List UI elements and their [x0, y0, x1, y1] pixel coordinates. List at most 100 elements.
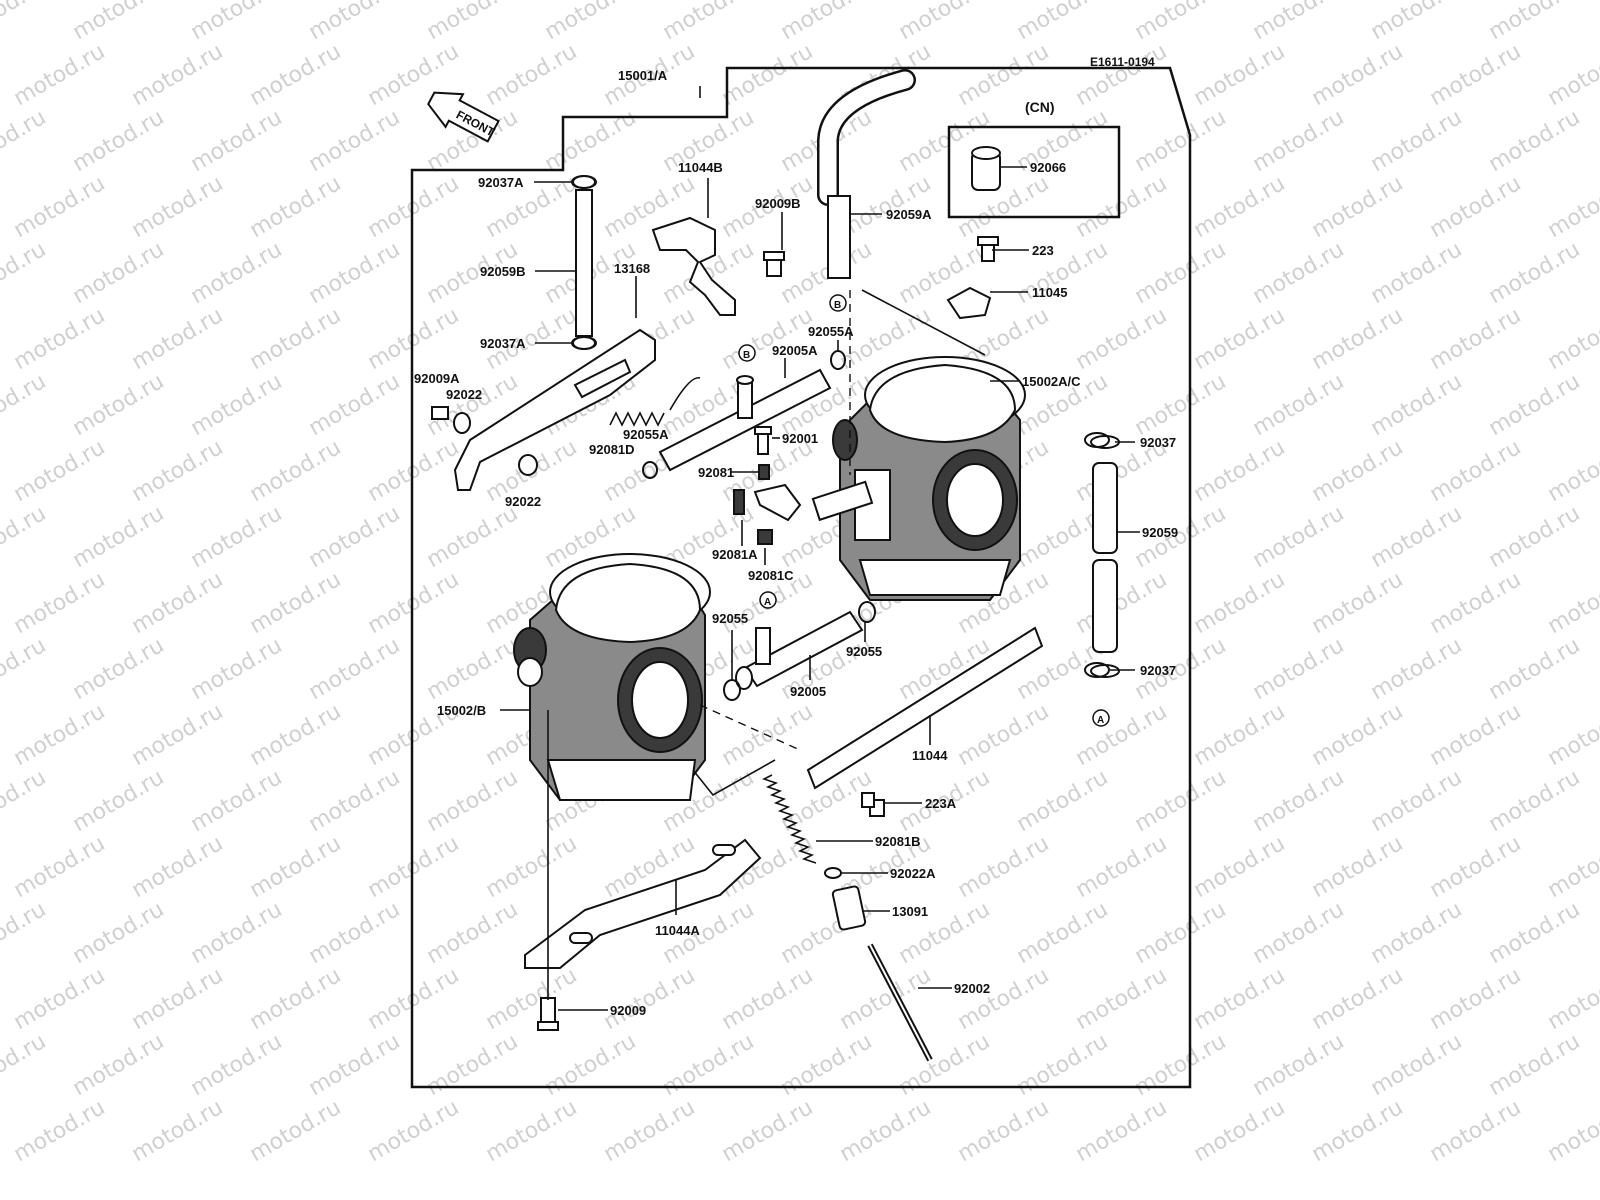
label-11044b: 11044B — [678, 160, 723, 175]
watermark-text: motod.ru — [1367, 369, 1467, 441]
watermark-text: motod.ru — [1072, 831, 1172, 903]
watermark-text: motod.ru — [895, 1029, 995, 1101]
watermark-text: motod.ru — [423, 633, 523, 705]
watermark-text: motod.ru — [954, 171, 1054, 243]
watermark-text: motod.ru — [1131, 105, 1231, 177]
watermark-text: motod.ru — [718, 39, 818, 111]
watermark-text: motod.ru — [187, 0, 287, 45]
watermark-text: motod.ru — [541, 0, 641, 45]
part-labels: 15001/A 92037A 11044B 92009B 92059A 9206… — [414, 68, 1178, 1018]
watermark-text: motod.ru — [1426, 831, 1526, 903]
washer-92022a-icon — [824, 867, 842, 879]
label-15001a: 15001/A — [618, 68, 668, 83]
clip-92037-top-icon — [1084, 432, 1110, 448]
watermark-text: motod.ru — [128, 39, 228, 111]
label-15002ac: 15002A/C — [1022, 374, 1081, 389]
watermark-text: motod.ru — [1131, 765, 1231, 837]
watermark-text: motod.ru — [364, 435, 464, 507]
watermark-text: motod.ru — [0, 0, 50, 45]
watermark-text: motod.ru — [1308, 831, 1408, 903]
watermark-text: motod.ru — [1190, 699, 1290, 771]
label-92022-a: 92022 — [446, 387, 482, 402]
watermark-text: motod.ru — [1485, 633, 1585, 705]
watermark-text: motod.ru — [187, 105, 287, 177]
watermark-text: motod.ru — [1190, 171, 1290, 243]
watermark-text: motod.ru — [777, 0, 877, 45]
ref-mark-b-top-label: B — [834, 300, 841, 311]
watermark-text: motod.ru — [364, 567, 464, 639]
watermark-text: motod.ru — [1367, 897, 1467, 969]
watermark-text: motod.ru — [1426, 171, 1526, 243]
bracket-small-icon — [753, 483, 802, 522]
watermark-text: motod.ru — [895, 0, 995, 45]
watermark-text: motod.ru — [246, 831, 346, 903]
watermark-text: motod.ru — [1072, 963, 1172, 1035]
watermark-text: motod.ru — [1131, 237, 1231, 309]
watermark-text: motod.ru — [187, 237, 287, 309]
carburetor-15002b-icon — [513, 553, 711, 801]
label-92059b: 92059B — [480, 264, 526, 279]
watermark-text: motod.ru — [1544, 699, 1600, 771]
watermark-text: motod.ru — [128, 435, 228, 507]
watermark-text: motod.ru — [1308, 699, 1408, 771]
watermark-text: motod.ru — [246, 171, 346, 243]
watermark-text: motod.ru — [482, 39, 582, 111]
watermark-text: motod.ru — [423, 501, 523, 573]
ref-mark-a-right-icon: A — [1092, 709, 1110, 727]
watermark-text: motod.ru — [246, 699, 346, 771]
label-92009a: 92009A — [414, 371, 460, 386]
oring-92055-right-icon — [858, 601, 876, 623]
watermark-text: motod.ru — [1072, 567, 1172, 639]
watermark-text: motod.ru — [246, 39, 346, 111]
watermark-text: motod.ru — [1190, 1095, 1290, 1167]
watermark-text: motod.ru — [1249, 237, 1349, 309]
watermark-text: motod.ru — [1131, 1029, 1231, 1101]
fuel-hose-92059b-icon — [572, 175, 596, 350]
watermark-text: motod.ru — [1190, 39, 1290, 111]
watermark-text: motod.ru — [1426, 699, 1526, 771]
label-92081c: 92081C — [748, 568, 794, 583]
watermark-text: motod.ru — [69, 633, 169, 705]
label-92037-top: 92037 — [1140, 435, 1176, 450]
clip-92037-low-icon — [1084, 662, 1110, 678]
watermark-text: motod.ru — [187, 765, 287, 837]
watermark-text: motod.ru — [305, 105, 405, 177]
plate-11044a-icon — [524, 838, 762, 969]
watermark-text: motod.ru — [1190, 303, 1290, 375]
label-11045: 11045 — [1032, 285, 1067, 300]
watermark-text: motod.ru — [541, 1029, 641, 1101]
watermark-text: motod.ru — [1485, 897, 1585, 969]
watermark-text: motod.ru — [0, 105, 50, 177]
label-92002: 92002 — [954, 981, 990, 996]
watermark-text: motod.ru — [1426, 963, 1526, 1035]
watermark-text: motod.ru — [1308, 963, 1408, 1035]
watermark-text: motod.ru — [305, 369, 405, 441]
watermark-text: motod.ru — [1072, 39, 1172, 111]
watermark-text: motod.ru — [305, 0, 405, 45]
watermark-text: motod.ru — [718, 963, 818, 1035]
spring-92081a-icon — [733, 489, 745, 515]
watermark-text: motod.ru — [1308, 171, 1408, 243]
label-92022a: 92022A — [890, 866, 936, 881]
oring-92055-left-icon — [723, 679, 741, 701]
watermark-text: motod.ru — [69, 237, 169, 309]
watermark-text: motod.ru — [69, 1029, 169, 1101]
watermark-text: motod.ru — [305, 237, 405, 309]
leader-lines — [500, 86, 1140, 1011]
alignment-line — [692, 759, 776, 797]
fuel-hose-92059a-icon — [817, 69, 916, 279]
label-92009: 92009 — [610, 1003, 646, 1018]
screw-92009-icon — [537, 997, 559, 1031]
watermark-text: motod.ru — [1485, 237, 1585, 309]
watermark-text: motod.ru — [246, 435, 346, 507]
watermark-text: motod.ru — [69, 501, 169, 573]
watermark-text: motod.ru — [1544, 435, 1600, 507]
label-92081b: 92081B — [875, 834, 921, 849]
watermark-text: motod.ru — [1249, 105, 1349, 177]
oring-92055a-mid-icon — [642, 461, 658, 479]
watermark-text: motod.ru — [1544, 567, 1600, 639]
watermark-text: motod.ru — [0, 633, 50, 705]
watermark-text: motod.ru — [1426, 567, 1526, 639]
watermark-text: motod.ru — [1072, 1095, 1172, 1167]
